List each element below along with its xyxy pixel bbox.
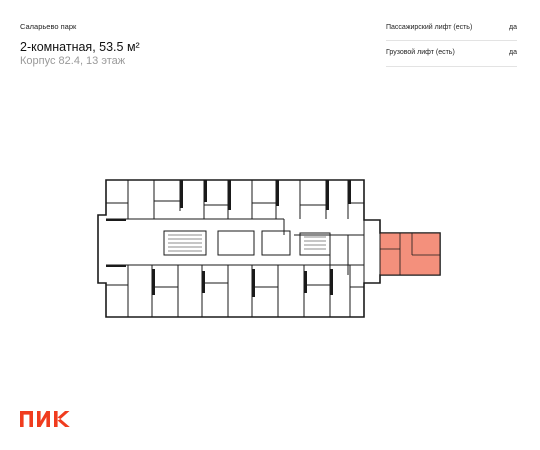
feature-value: да — [509, 24, 517, 31]
feature-row-freight-lift: Грузовой лифт (есть) да — [386, 49, 517, 56]
feature-value: да — [509, 49, 517, 56]
apartment-subtitle: Корпус 82.4, 13 этаж — [20, 55, 126, 67]
apartment-title: 2-комнатная, 53.5 м² — [20, 40, 140, 54]
plan-structural-walls — [106, 180, 351, 297]
floor-plan — [97, 179, 441, 318]
divider — [386, 66, 517, 67]
highlighted-apartment[interactable] — [379, 232, 441, 276]
feature-label: Грузовой лифт (есть) — [386, 49, 455, 56]
feature-label: Пассажирский лифт (есть) — [386, 24, 473, 31]
pik-logo — [20, 411, 70, 427]
project-name: Саларьево парк — [20, 22, 77, 31]
divider — [386, 40, 517, 41]
feature-row-passenger-lift: Пассажирский лифт (есть) да — [386, 24, 517, 31]
